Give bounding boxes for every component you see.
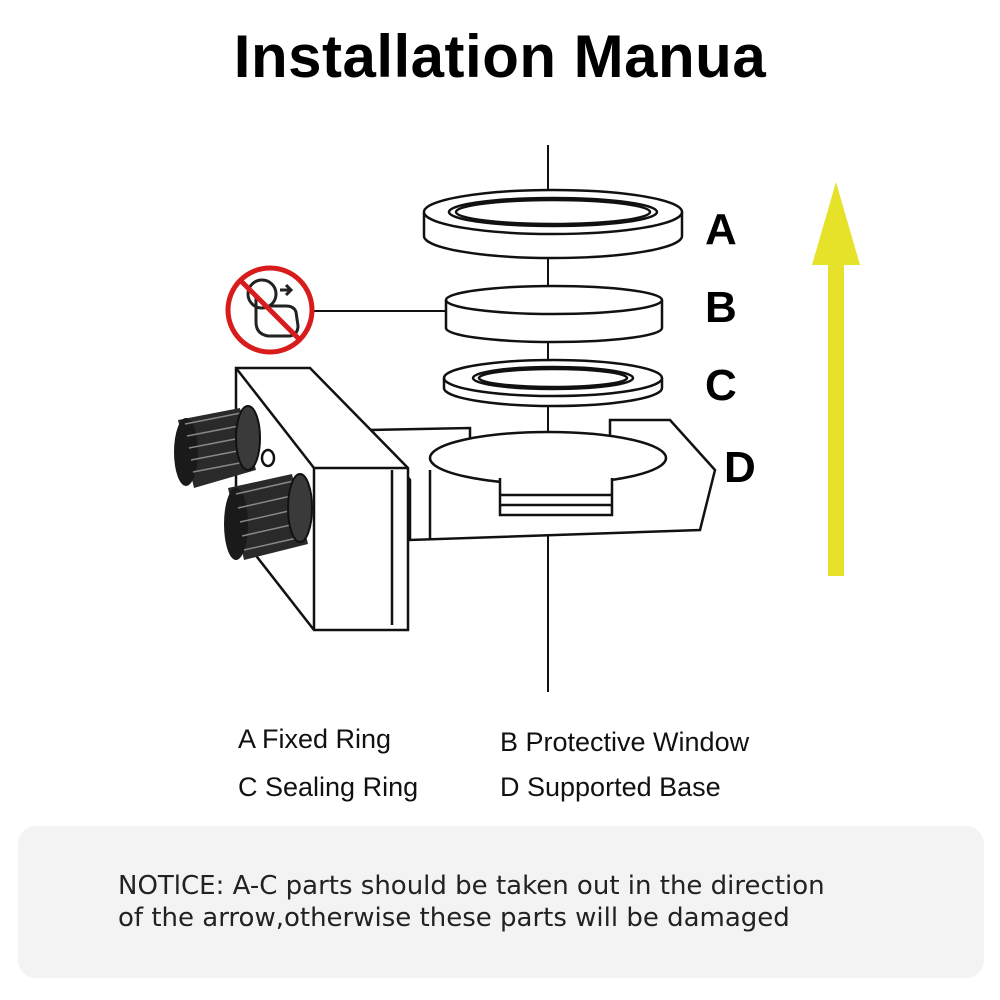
label-a: A [705,205,737,254]
legend-supported-base: D Supported Base [500,772,721,802]
up-arrow-icon [812,182,860,576]
protective-window-drawing [444,284,664,344]
legend-protective-window: B Protective Window [500,727,750,757]
notice-line-2: of the arrow,otherwise these parts will … [118,903,790,933]
supported-base-drawing [234,366,717,632]
adjustment-knob-lower [224,473,313,560]
page-title: Installation Manua [233,23,767,90]
notice-line-1: NOTlCE: A-C parts should be taken out in… [118,871,825,901]
label-c: C [705,361,737,410]
fixed-ring-drawing [422,188,684,260]
sealing-ring-drawing [442,358,664,408]
legend-fixed-ring: A Fixed Ring [238,724,392,754]
label-b: B [705,283,737,332]
label-d: D [724,443,756,492]
notice-panel: NOTlCE: A-C parts should be taken out in… [18,826,984,978]
adjustment-knob-upper [174,405,261,488]
legend-sealing-ring: C Sealing Ring [238,772,419,802]
notice-text: NOTlCE: A-C parts should be taken out in… [118,870,938,934]
no-touch-icon [225,265,315,355]
